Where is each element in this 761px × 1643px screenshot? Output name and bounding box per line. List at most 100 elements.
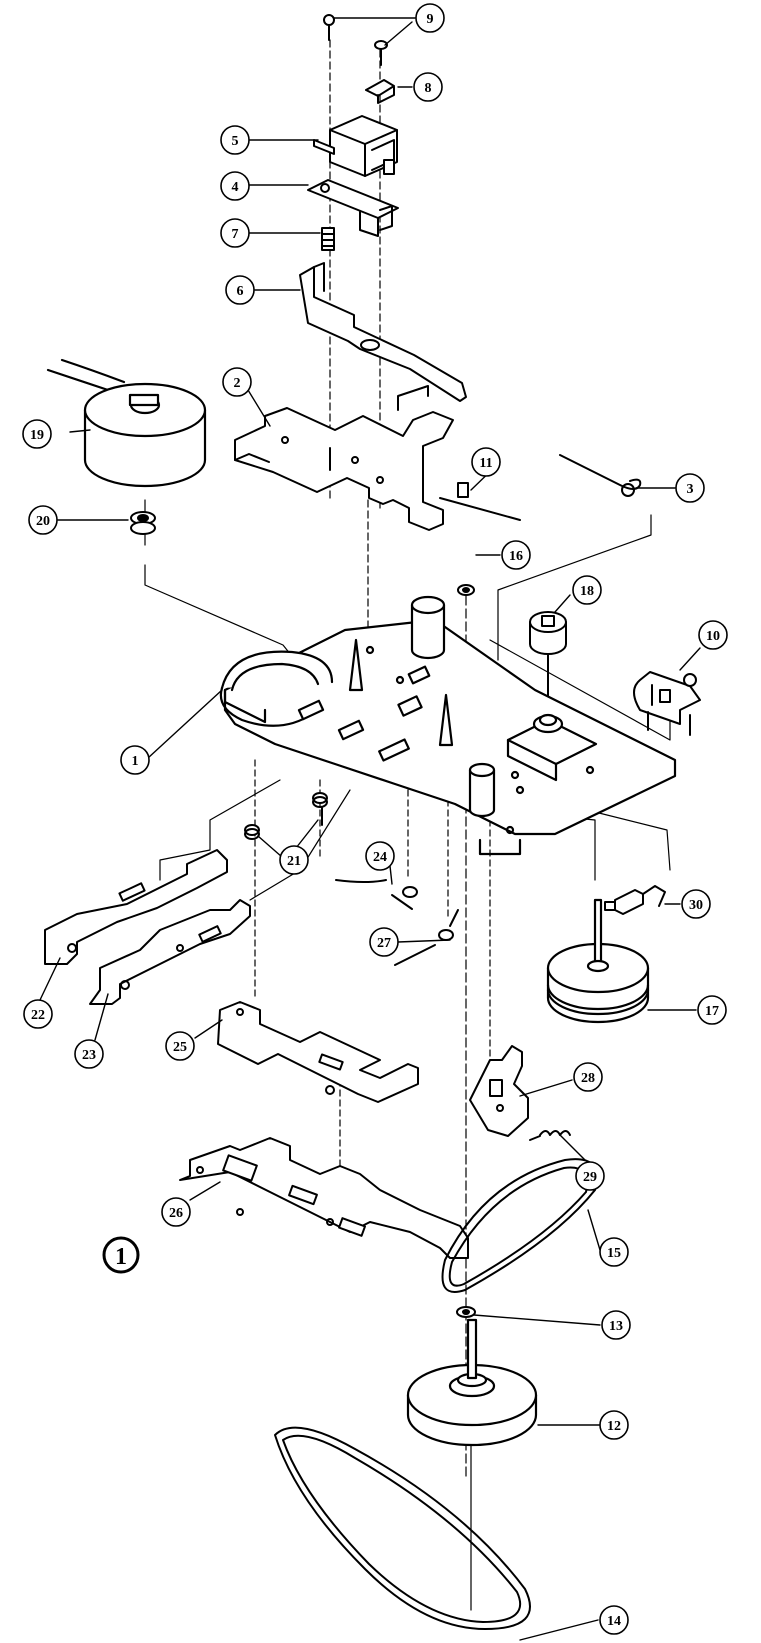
part-5-solenoid	[313, 115, 398, 177]
callout-circle	[28, 505, 58, 535]
callout-label-text: 14	[607, 1614, 621, 1629]
callout-circle	[222, 367, 252, 397]
callout-26: 26	[161, 1197, 191, 1227]
callout-7: 7	[220, 218, 250, 248]
part-8-clip	[365, 79, 395, 104]
callout-circle	[74, 1039, 104, 1069]
figure-number: 1	[102, 1236, 140, 1274]
callout-leaders	[39, 17, 701, 1641]
callout-label-text: 23	[82, 1048, 96, 1063]
callout-23: 23	[74, 1039, 104, 1069]
part-18-roller	[529, 611, 567, 701]
callout-label-text: 25	[173, 1040, 187, 1055]
callout-circle	[220, 218, 250, 248]
callout-4: 4	[220, 171, 250, 201]
callout-label-text: 29	[583, 1170, 597, 1185]
callout-27: 27	[369, 927, 399, 957]
callout-circle	[165, 1031, 195, 1061]
callout-label-text: 7	[232, 227, 239, 242]
part-22-plate	[44, 849, 228, 965]
callout-circle	[601, 1310, 631, 1340]
callout-circle	[161, 1197, 191, 1227]
callout-label-text: 22	[31, 1008, 45, 1023]
callout-circle	[220, 171, 250, 201]
part-2-top-bracket	[234, 385, 454, 531]
callout-label-text: 24	[373, 850, 387, 865]
callout-21: 21	[279, 845, 309, 875]
callout-circle	[365, 841, 395, 871]
callout-label-text: 21	[287, 854, 301, 869]
part-30-sensor	[604, 885, 666, 915]
callout-24: 24	[365, 841, 395, 871]
callout-6: 6	[225, 275, 255, 305]
callout-circle	[599, 1237, 629, 1267]
callout-circle	[369, 927, 399, 957]
callout-13: 13	[601, 1310, 631, 1340]
callout-label-text: 5	[232, 134, 239, 149]
part-29-spring	[529, 1130, 571, 1141]
callout-14: 14	[599, 1605, 629, 1635]
part-15-belt	[441, 1158, 598, 1293]
callout-label-text: 1	[132, 754, 139, 769]
callout-circle	[698, 620, 728, 650]
part-6-lever	[299, 262, 467, 402]
callout-circle	[681, 889, 711, 919]
callout-9: 9	[415, 3, 445, 33]
callout-29: 29	[575, 1161, 605, 1191]
callout-circle	[471, 447, 501, 477]
part-26-slider-plate	[179, 1137, 469, 1259]
callout-circle	[575, 1161, 605, 1191]
callout-circle	[23, 999, 53, 1029]
part-25-plate	[217, 1001, 419, 1103]
alignment-lines	[144, 39, 671, 1611]
callout-17: 17	[697, 995, 727, 1025]
callout-19: 19	[22, 419, 52, 449]
part-23-plate	[89, 899, 251, 1005]
callout-label-text: 27	[377, 936, 391, 951]
part-27-screw	[394, 909, 459, 966]
callout-label-text: 8	[425, 81, 432, 96]
part-21-screws	[244, 792, 328, 840]
callout-circle	[675, 473, 705, 503]
callout-circle	[501, 540, 531, 570]
callout-circle	[413, 72, 443, 102]
callout-5: 5	[220, 125, 250, 155]
part-24-clip	[335, 879, 418, 910]
part-28-lever	[469, 1045, 529, 1137]
part-1-main-chassis	[219, 595, 677, 856]
callout-circle	[120, 745, 150, 775]
callout-circle	[697, 995, 727, 1025]
callout-10: 10	[698, 620, 728, 650]
callout-circle	[599, 1605, 629, 1635]
part-12-flywheel	[406, 1318, 538, 1447]
callout-label-text: 20	[36, 514, 50, 529]
figure-number-text: 1	[115, 1244, 127, 1270]
callout-28: 28	[573, 1062, 603, 1092]
callout-circle	[225, 275, 255, 305]
callout-30: 30	[681, 889, 711, 919]
callout-label-text: 13	[609, 1319, 623, 1334]
callout-label-text: 18	[580, 584, 594, 599]
callout-label-text: 6	[237, 284, 244, 299]
part-20-pulley	[130, 511, 156, 535]
callout-25: 25	[165, 1031, 195, 1061]
callout-label-text: 2	[234, 376, 241, 391]
part-13-washer	[456, 1306, 476, 1318]
callout-label-text: 9	[427, 12, 434, 27]
part-17-flywheel	[546, 898, 650, 1024]
callout-15: 15	[599, 1237, 629, 1267]
callout-circle	[220, 125, 250, 155]
callout-2: 2	[222, 367, 252, 397]
callout-label-text: 28	[581, 1071, 595, 1086]
callout-circle	[572, 575, 602, 605]
callout-3: 3	[675, 473, 705, 503]
part-16-washer	[457, 584, 475, 596]
callout-label-text: 26	[169, 1206, 183, 1221]
callout-label-text: 11	[479, 456, 492, 471]
part-14-belt	[274, 1426, 531, 1630]
callout-label-text: 4	[232, 180, 239, 195]
callout-18: 18	[572, 575, 602, 605]
callout-label-text: 19	[30, 428, 44, 443]
callout-16: 16	[501, 540, 531, 570]
